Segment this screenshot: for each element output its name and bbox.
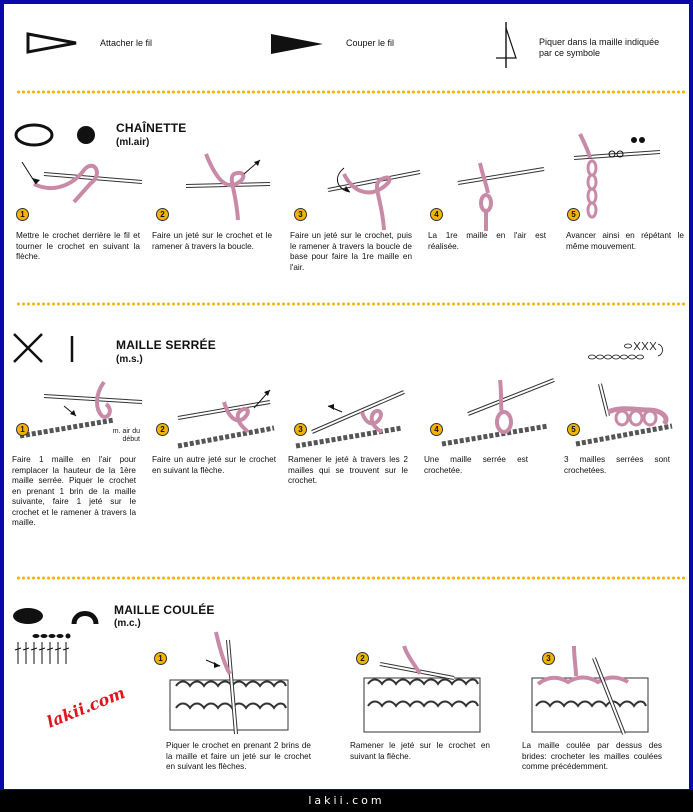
single-crochet-chart-icon [588,341,663,360]
maille-serree-step2-illustration [177,389,275,449]
maille-serree-step1-text: Faire 1 maille en l'air pour remplacer l… [12,455,136,527]
maille-coulee-step2-illustration [363,645,481,733]
slip-stitch-chart-icon [14,633,71,664]
maille-serree-step3-text: Ramener le jeté à travers les 2 mailles … [288,455,408,485]
attach-thread-icon [26,32,77,54]
chainette-step2-illustration [185,153,271,221]
maille-coulee-subtitle: (m.c.) [114,618,141,629]
maille-serree-step2-number: 2 [156,423,169,436]
maille-serree-title: MAILLE SERRÉE [116,338,216,352]
maille-serree-step1-number: 1 [16,423,29,436]
chainette-step5-text: Avancer ainsi en répétant le même mouvem… [566,231,684,251]
footer-site-label: lakii.com [0,790,693,812]
chainette-step1-illustration [21,161,143,204]
chainette-step2-number: 2 [156,208,169,221]
single-crochet-symbol-icon [13,333,74,363]
maille-serree-step1-illustration [19,380,143,439]
section-divider [16,90,686,94]
section-divider [16,576,686,580]
legend-cut-label: Couper le fil [346,38,395,48]
maille-serree-step5-text: 3 mailles serrées sont crochetées. [564,455,670,475]
cut-thread-icon [271,34,323,54]
chainette-step5-illustration [573,133,661,219]
maille-coulee-step2-number: 2 [356,652,369,665]
chainette-step3-number: 3 [294,208,307,221]
chainette-step3-illustration [327,167,421,231]
chainette-step2-text: Faire un jeté sur le crochet et le ramen… [152,231,272,251]
chainette-step4-text: La 1re maille en l'air est réalisée. [428,231,546,251]
chainette-step4-number: 4 [430,208,443,221]
maille-serree-subtitle: (m.s.) [116,354,143,365]
legend-insert-label: Piquer dans la maille indiquée par ce sy… [539,37,660,58]
chain-stitch-symbol-icon [14,123,95,147]
maille-coulee-title: MAILLE COULÉE [114,603,215,617]
maille-coulee-step3-number: 3 [542,652,555,665]
insert-hook-icon [496,22,517,68]
chainette-step3-text: Faire un jeté sur le crochet, puis le ra… [290,231,412,272]
maille-coulee-step2-text: Ramener le jeté sur le crochet en suivan… [350,741,490,761]
maille-serree-step4-text: Une maille serrée est crochetée. [424,455,528,475]
chainette-step5-number: 5 [567,208,580,221]
maille-serree-step4-number: 4 [430,423,443,436]
chainette-subtitle: (ml.air) [116,137,150,148]
maille-coulee-step1-text: Piquer le crochet en prenant 2 brins de … [166,741,311,771]
maille-coulee-step1-number: 1 [154,652,167,665]
maille-coulee-step3-illustration [531,645,649,735]
legend-attach-label: Attacher le fil [100,38,153,48]
maille-serree-step3-illustration [295,390,405,449]
crochet-instruction-page: Attacher le fil Couper le fil Piquer dan… [4,4,689,789]
chainette-title: CHAÎNETTE [116,121,187,135]
chainette-step1-number: 1 [16,208,29,221]
maille-coulee-step1-illustration [169,631,289,735]
maille-coulee-step3-text: La maille coulée par dessus des brides: … [522,741,662,771]
maille-serree-note: m. air du début [112,428,140,443]
maille-serree-step5-illustration [575,383,673,447]
maille-serree-step4-illustration [441,378,555,447]
maille-serree-step5-number: 5 [567,423,580,436]
maille-serree-step3-number: 3 [294,423,307,436]
chainette-step4-illustration [457,162,545,231]
maille-serree-step2-text: Faire un autre jeté sur le crochet en su… [152,455,276,475]
section-divider [16,302,686,306]
slip-stitch-symbol-icon [13,608,99,625]
watermark-logo: lakii.com [44,683,128,732]
chainette-step1-text: Mettre le crochet derrière le fil et tou… [16,231,140,261]
